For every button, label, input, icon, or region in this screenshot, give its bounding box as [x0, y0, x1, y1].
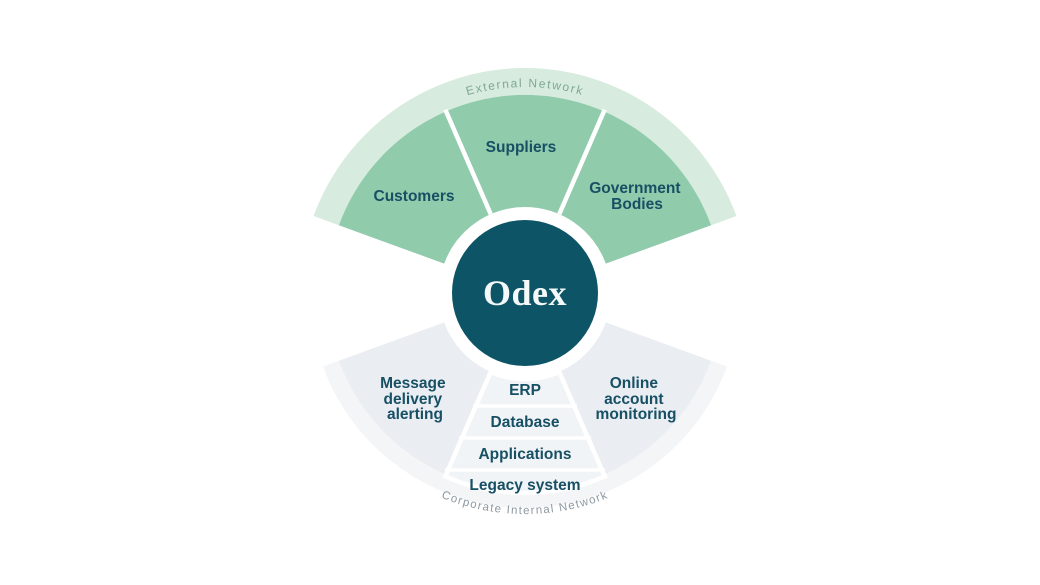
- center-hub-title: Odex: [483, 273, 567, 313]
- center-hub: Odex: [445, 213, 605, 373]
- internal-network-band: [323, 360, 727, 508]
- stack-row-erp: ERP: [509, 382, 541, 399]
- external-network-sector: [338, 94, 712, 264]
- segment-label-government-bodies: Government Bodies: [589, 180, 685, 213]
- external-network-band: [313, 68, 737, 226]
- segment-label-online-account-monitoring: Online account monitoring: [596, 375, 677, 423]
- segment-label-message-delivery-alerting: Message delivery alerting: [380, 375, 450, 423]
- external-segment-divider-right: [557, 108, 607, 215]
- system-stack-wedge: [442, 368, 608, 496]
- stack-row-database: Database: [491, 414, 560, 431]
- external-segment-divider-left: [443, 108, 493, 215]
- segment-label-suppliers: Suppliers: [486, 139, 557, 156]
- external-network-fan: External Network Customers Suppliers Gov…: [313, 68, 737, 264]
- stack-row-legacy-system: Legacy system: [469, 477, 580, 494]
- stack-row-applications: Applications: [478, 446, 571, 463]
- internal-network-fan: Corporate Internal Network Message deliv…: [323, 322, 727, 517]
- segment-label-customers: Customers: [374, 188, 455, 205]
- center-hub-circle: [452, 220, 598, 366]
